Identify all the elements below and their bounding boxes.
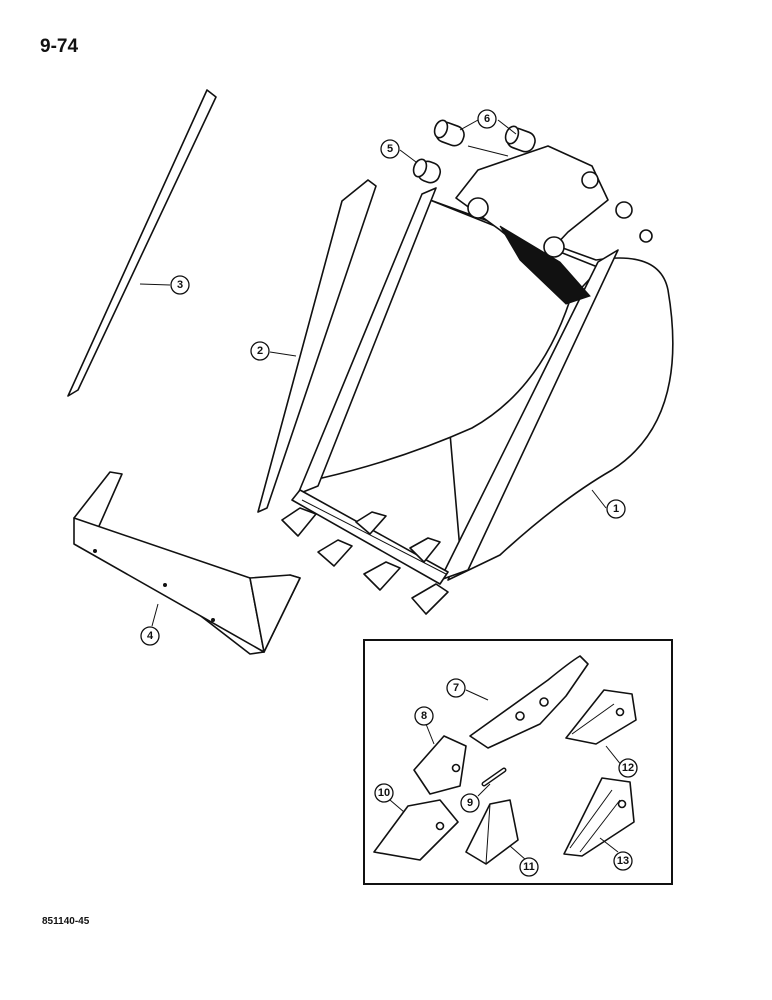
side-cutter-part-2 xyxy=(257,179,377,513)
callout-3: 3 xyxy=(170,275,190,295)
callout-13: 13 xyxy=(613,851,633,871)
tooth-part-11 xyxy=(465,799,519,865)
leader-lines xyxy=(139,119,623,861)
callout-8: 8 xyxy=(414,706,434,726)
callout-7: 7 xyxy=(446,678,466,698)
tooth-adapter-part-7 xyxy=(469,655,589,749)
svg-text:3: 3 xyxy=(177,279,183,291)
svg-text:5: 5 xyxy=(387,143,393,155)
svg-text:8: 8 xyxy=(421,710,427,722)
svg-text:9: 9 xyxy=(467,797,473,809)
tooth-inset-box xyxy=(363,639,673,885)
svg-text:10: 10 xyxy=(378,787,390,799)
document-code: 851140-45 xyxy=(42,916,90,927)
callout-6: 6 xyxy=(477,109,497,129)
callout-5: 5 xyxy=(380,139,400,159)
callout-9: 9 xyxy=(460,793,480,813)
callout-12: 12 xyxy=(618,758,638,778)
side-cutter-part-3 xyxy=(67,89,217,397)
pin-part-9 xyxy=(481,767,507,787)
svg-text:11: 11 xyxy=(523,861,535,873)
svg-text:2: 2 xyxy=(257,345,263,357)
edge-shield-part-4 xyxy=(73,471,301,655)
page-number: 9-74 xyxy=(40,36,79,57)
callout-4: 4 xyxy=(140,626,160,646)
callout-2: 2 xyxy=(250,341,270,361)
svg-text:12: 12 xyxy=(622,762,634,774)
tooth-part-13 xyxy=(563,777,635,857)
svg-text:1: 1 xyxy=(613,503,619,515)
tooth-part-10 xyxy=(373,799,459,861)
bushings-part-6 xyxy=(433,119,536,157)
tooth-part-12 xyxy=(565,689,637,745)
svg-text:7: 7 xyxy=(453,682,459,694)
tooth-part-8 xyxy=(413,735,467,795)
svg-text:6: 6 xyxy=(484,113,490,125)
bushing-part-5 xyxy=(412,158,442,184)
bucket-part-1 xyxy=(281,145,674,615)
callout-11: 11 xyxy=(519,857,539,877)
callout-1: 1 xyxy=(606,499,626,519)
callout-10: 10 xyxy=(374,783,394,803)
svg-text:13: 13 xyxy=(617,855,629,867)
svg-text:4: 4 xyxy=(147,630,154,642)
